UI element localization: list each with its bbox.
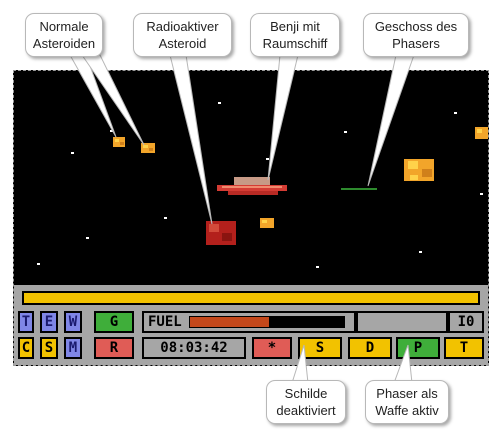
- hud-t-indicator: T: [18, 311, 34, 333]
- callout-benji: Benji mit Raumschiff: [250, 13, 340, 57]
- pointer-phaser-shot: [367, 54, 415, 187]
- space-view: [14, 71, 488, 283]
- fuel-meter: [189, 316, 345, 328]
- hud-star-indicator: *: [252, 337, 292, 359]
- cockpit-panel: T E W G FUEL I0 C S M R 08:03:42 * S D P…: [14, 283, 488, 365]
- hud-c-indicator: C: [18, 337, 34, 359]
- callout-radioactive-asteroid: Radioaktiver Asteroid: [133, 13, 232, 57]
- large-asteroid: [404, 159, 434, 181]
- star: [344, 131, 347, 133]
- space-scene: [37, 82, 488, 268]
- callout-phaser-weapon: Phaser als Waffe aktiv: [365, 380, 449, 424]
- shield-indicator: S: [298, 337, 342, 359]
- hud-m-indicator: M: [64, 337, 82, 359]
- callout-line: Asteroiden: [32, 36, 96, 51]
- callout-line: Radioaktiver: [146, 19, 219, 34]
- callout-line: Benji mit: [270, 19, 320, 34]
- star: [37, 263, 40, 265]
- callout-line: Asteroid: [158, 36, 207, 51]
- callout-line: Raumschiff: [262, 36, 328, 51]
- fuel-gauge: FUEL: [142, 311, 356, 333]
- callout-line: Phaser als: [376, 386, 438, 401]
- hud-message-field: [356, 311, 448, 333]
- hud-s-indicator: S: [40, 337, 58, 359]
- callout-line: Waffe aktiv: [375, 403, 439, 418]
- sector-indicator: I0: [448, 311, 484, 333]
- callout-line: deaktiviert: [276, 403, 336, 418]
- game-screen: T E W G FUEL I0 C S M R 08:03:42 * S D P…: [13, 70, 489, 366]
- fuel-label: FUEL: [148, 314, 182, 330]
- callout-line: Normale: [39, 19, 89, 34]
- hud-row-1: T E W G FUEL I0: [18, 311, 484, 333]
- hud-d-indicator: D: [348, 337, 392, 359]
- radioactive-asteroid: [206, 221, 236, 245]
- star: [218, 102, 221, 104]
- pointer-phaser-weapon: [393, 344, 413, 384]
- hud-g-indicator: G: [94, 311, 134, 333]
- mission-clock: 08:03:42: [142, 337, 246, 359]
- pointer-benji: [267, 54, 299, 181]
- fuel-meter-fill: [190, 317, 269, 327]
- star: [71, 152, 74, 154]
- hud-row-2: C S M R 08:03:42 * S D P T: [18, 337, 484, 359]
- pointer-radioactive: [169, 54, 213, 225]
- star: [86, 237, 89, 239]
- star: [110, 130, 113, 132]
- callout-normal-asteroids: Normale Asteroiden: [25, 13, 103, 57]
- callout-line: Geschoss des: [374, 19, 458, 34]
- normal-asteroid-3: [260, 218, 274, 228]
- hud-w-indicator: W: [64, 311, 82, 333]
- star: [454, 112, 457, 114]
- star: [164, 217, 167, 219]
- callout-line: Phasers: [392, 36, 440, 51]
- hud-e-indicator: E: [40, 311, 58, 333]
- callout-shields: Schilde deaktiviert: [266, 380, 346, 424]
- normal-asteroid-1: [113, 137, 125, 147]
- benji-spaceship: [217, 177, 287, 195]
- star: [266, 158, 269, 160]
- callout-phaser-shot: Geschoss des Phasers: [363, 13, 469, 57]
- hud-r-indicator: R: [94, 337, 134, 359]
- status-bar: [22, 291, 480, 305]
- star: [316, 266, 319, 268]
- normal-asteroid-2: [141, 143, 155, 153]
- pointer-shields: [291, 344, 309, 384]
- star: [419, 251, 422, 253]
- normal-asteroid-4: [475, 127, 488, 139]
- hud-t2-indicator: T: [444, 337, 484, 359]
- star: [480, 193, 483, 195]
- callout-line: Schilde: [284, 386, 328, 401]
